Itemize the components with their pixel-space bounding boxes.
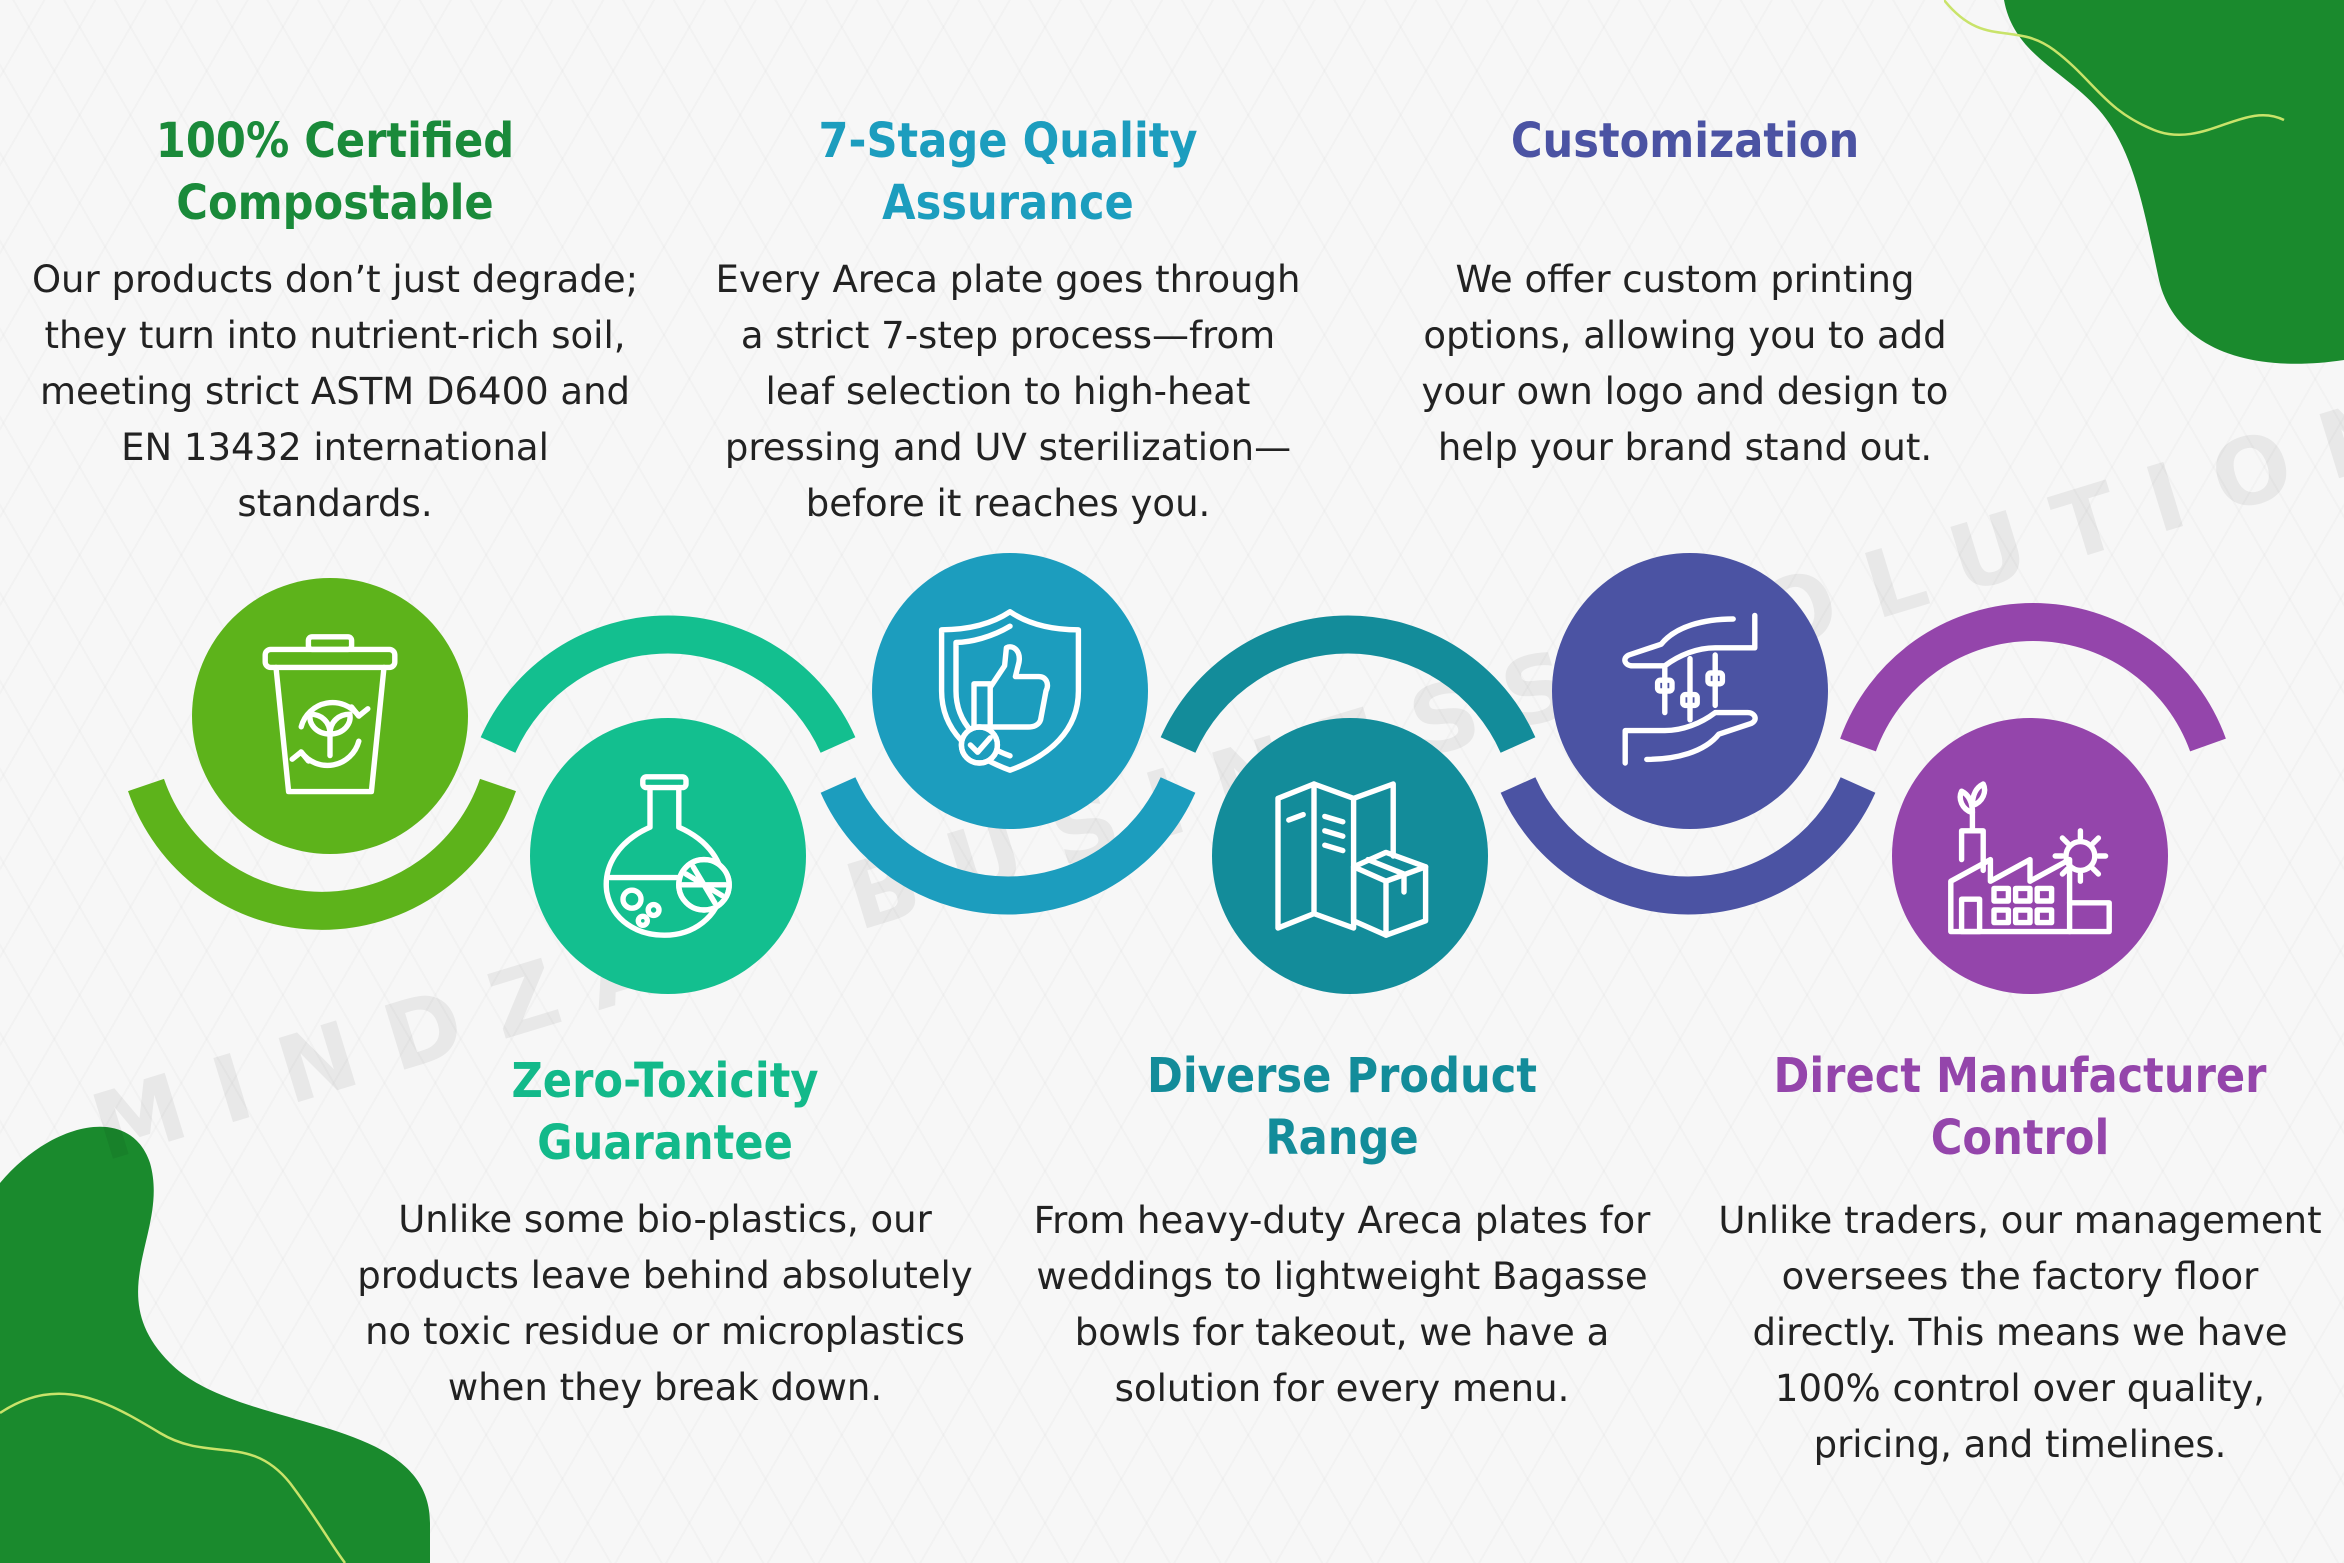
wave-arc-purple bbox=[1840, 603, 2226, 752]
feature-block-compostable: 100% Certified Compostable Our products … bbox=[0, 110, 670, 532]
feature-circle-quality-assurance bbox=[872, 553, 1148, 829]
hands-sliders-icon bbox=[1622, 612, 1758, 766]
wave-arc-cyan bbox=[820, 777, 1196, 915]
wave-arc-teal bbox=[480, 615, 856, 753]
shield-thumbs-up-icon bbox=[938, 609, 1082, 773]
catalog-box-icon bbox=[1275, 781, 1429, 938]
wave-arc-indigo bbox=[1500, 777, 1876, 915]
feature-circle-product-range bbox=[1212, 718, 1488, 994]
feature-title: Zero-Toxicity Guarantee bbox=[511, 1053, 819, 1171]
feature-description: From heavy-duty Areca plates for wedding… bbox=[1033, 1199, 1651, 1410]
feature-circle-compostable bbox=[192, 578, 468, 854]
feature-description: Every Areca plate goes through a strict … bbox=[715, 258, 1301, 525]
feature-block-quality-assurance: 7-Stage Quality Assurance Every Areca pl… bbox=[678, 110, 1338, 532]
feature-circle-customization bbox=[1552, 553, 1828, 829]
feature-title: Direct Manufacturer Control bbox=[1773, 1048, 2267, 1166]
feature-circle-zero-toxicity bbox=[530, 718, 806, 994]
feature-description: Our products don’t just degrade; they tu… bbox=[31, 258, 639, 525]
feature-title: 100% Certified Compostable bbox=[155, 113, 515, 231]
feature-block-manufacturer-control: Direct Manufacturer Control Unlike trade… bbox=[1690, 1045, 2344, 1473]
feature-circle-manufacturer-control bbox=[1892, 718, 2168, 994]
feature-title: Diverse Product Range bbox=[1147, 1048, 1537, 1166]
feature-title: Customization bbox=[1510, 113, 1860, 169]
top-right-blob bbox=[1944, 0, 2344, 364]
wave-arc-green bbox=[128, 778, 516, 930]
feature-description: Unlike some bio-plastics, our products l… bbox=[357, 1198, 973, 1409]
factory-icon bbox=[1948, 781, 2112, 935]
feature-title: 7-Stage Quality Assurance bbox=[818, 113, 1198, 231]
feature-description: Unlike traders, our management oversees … bbox=[1718, 1199, 2322, 1466]
compost-bin-icon bbox=[262, 634, 398, 795]
feature-description: We offer custom printing options, allowi… bbox=[1421, 258, 1949, 469]
feature-block-customization: Customization We offer custom printing o… bbox=[1360, 110, 2010, 476]
feature-block-product-range: Diverse Product Range From heavy-duty Ar… bbox=[1012, 1045, 1672, 1417]
feature-block-zero-toxicity: Zero-Toxicity Guarantee Unlike some bio-… bbox=[340, 1050, 990, 1416]
flask-icon bbox=[603, 774, 732, 938]
bottom-left-blob bbox=[0, 1126, 430, 1563]
wave-arc-petrol bbox=[1160, 615, 1536, 753]
